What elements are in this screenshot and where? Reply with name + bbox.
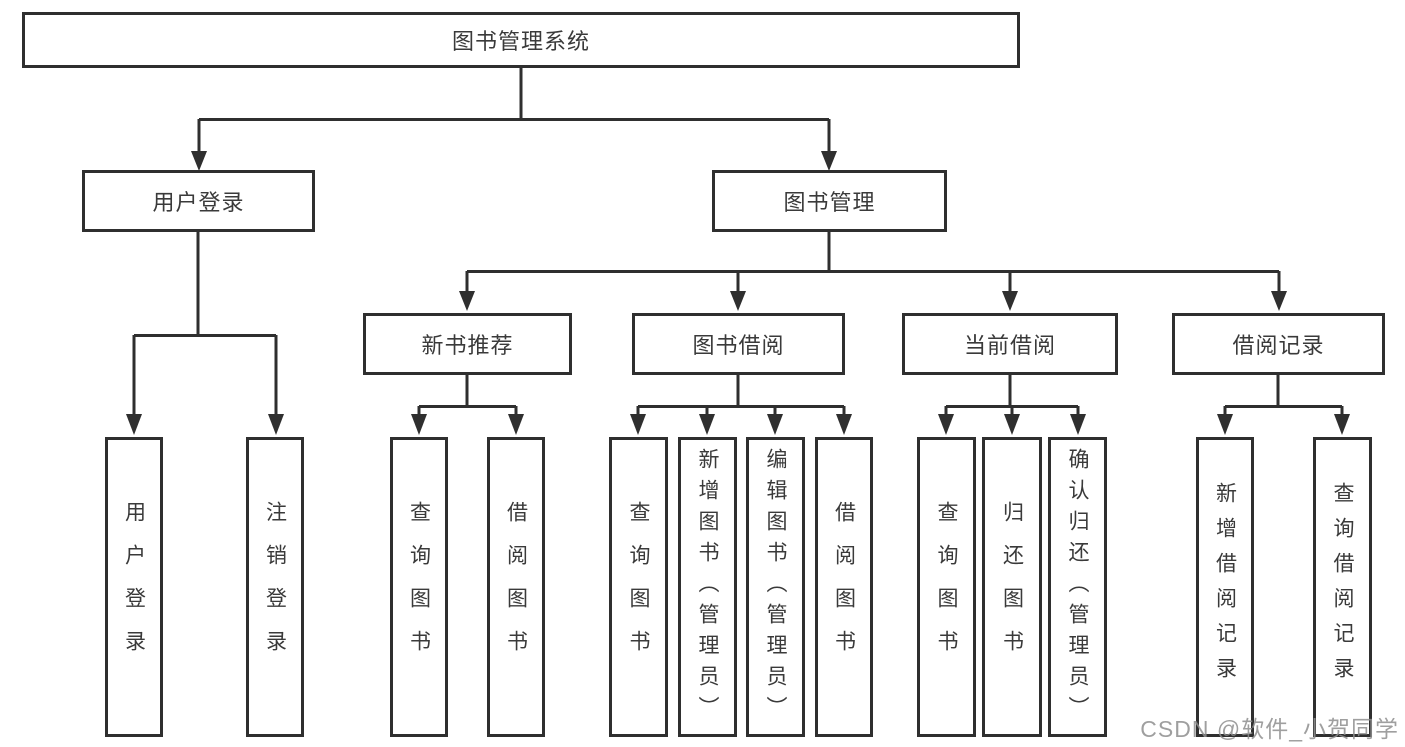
node-current-borrow-label: 当前借阅 [963,333,1056,358]
node-leaf-cb-confirm-return-label: 确认归还（管理员） [1066,447,1089,727]
node-leaf-bb-add-book: 新增图书（管理员） [678,437,737,737]
node-user-login: 用户登录 [82,170,315,232]
node-root-label: 图书管理系统 [451,29,590,54]
node-new-book-recommend-label: 新书推荐 [421,333,514,358]
node-leaf-logout: 注销登录 [246,437,304,737]
node-leaf-br-query-record: 查询借阅记录 [1313,437,1372,737]
node-leaf-cb-confirm-return: 确认归还（管理员） [1048,437,1107,737]
connector-book-management-to-level3 [459,232,1287,311]
node-leaf-cb-return-book: 归还图书 [982,437,1042,737]
node-leaf-cb-query-book: 查询图书 [917,437,976,737]
node-leaf-bb-edit-book: 编辑图书（管理员） [746,437,805,737]
connector-book-borrow-to-leaves [630,374,852,435]
node-leaf-bb-borrow-book: 借阅图书 [815,437,873,737]
connector-borrow-record-to-leaves [1217,374,1350,435]
node-leaf-user-login: 用户登录 [105,437,163,737]
node-book-borrow-label: 图书借阅 [692,333,785,358]
node-leaf-cb-query-book-label: 查询图书 [935,501,958,673]
connector-new-book-recommend-to-leaves [411,374,524,435]
node-leaf-user-login-label: 用户登录 [122,501,146,673]
node-leaf-logout-label: 注销登录 [263,501,287,673]
connector-current-borrow-to-leaves [938,374,1086,435]
connector-user-login-to-leaves [126,232,284,435]
node-book-management: 图书管理 [712,170,947,232]
node-leaf-bb-edit-book-label: 编辑图书（管理员） [764,447,787,727]
node-book-borrow: 图书借阅 [632,313,845,375]
node-leaf-br-add-record-label: 新增借阅记录 [1213,482,1237,692]
node-leaf-nbr-borrow-book: 借阅图书 [487,437,545,737]
watermark: CSDN @软件_小贺同学 [1140,716,1399,742]
node-user-login-label: 用户登录 [152,190,245,215]
node-leaf-nbr-query-book: 查询图书 [390,437,448,737]
node-leaf-br-add-record: 新增借阅记录 [1196,437,1254,737]
connector-root-to-level2 [191,68,837,171]
node-book-management-label: 图书管理 [783,190,876,215]
node-current-borrow: 当前借阅 [902,313,1118,375]
node-leaf-bb-query-book-label: 查询图书 [627,501,650,673]
node-leaf-bb-borrow-book-label: 借阅图书 [832,501,856,673]
node-borrow-record-label: 借阅记录 [1232,333,1325,358]
node-leaf-bb-add-book-label: 新增图书（管理员） [696,447,719,727]
node-new-book-recommend: 新书推荐 [363,313,572,375]
node-leaf-br-query-record-label: 查询借阅记录 [1331,482,1354,692]
node-leaf-cb-return-book-label: 归还图书 [1000,501,1024,673]
node-leaf-nbr-query-book-label: 查询图书 [407,501,431,673]
node-leaf-bb-query-book: 查询图书 [609,437,668,737]
node-leaf-nbr-borrow-book-label: 借阅图书 [504,501,528,673]
node-root: 图书管理系统 [22,12,1020,68]
node-borrow-record: 借阅记录 [1172,313,1385,375]
